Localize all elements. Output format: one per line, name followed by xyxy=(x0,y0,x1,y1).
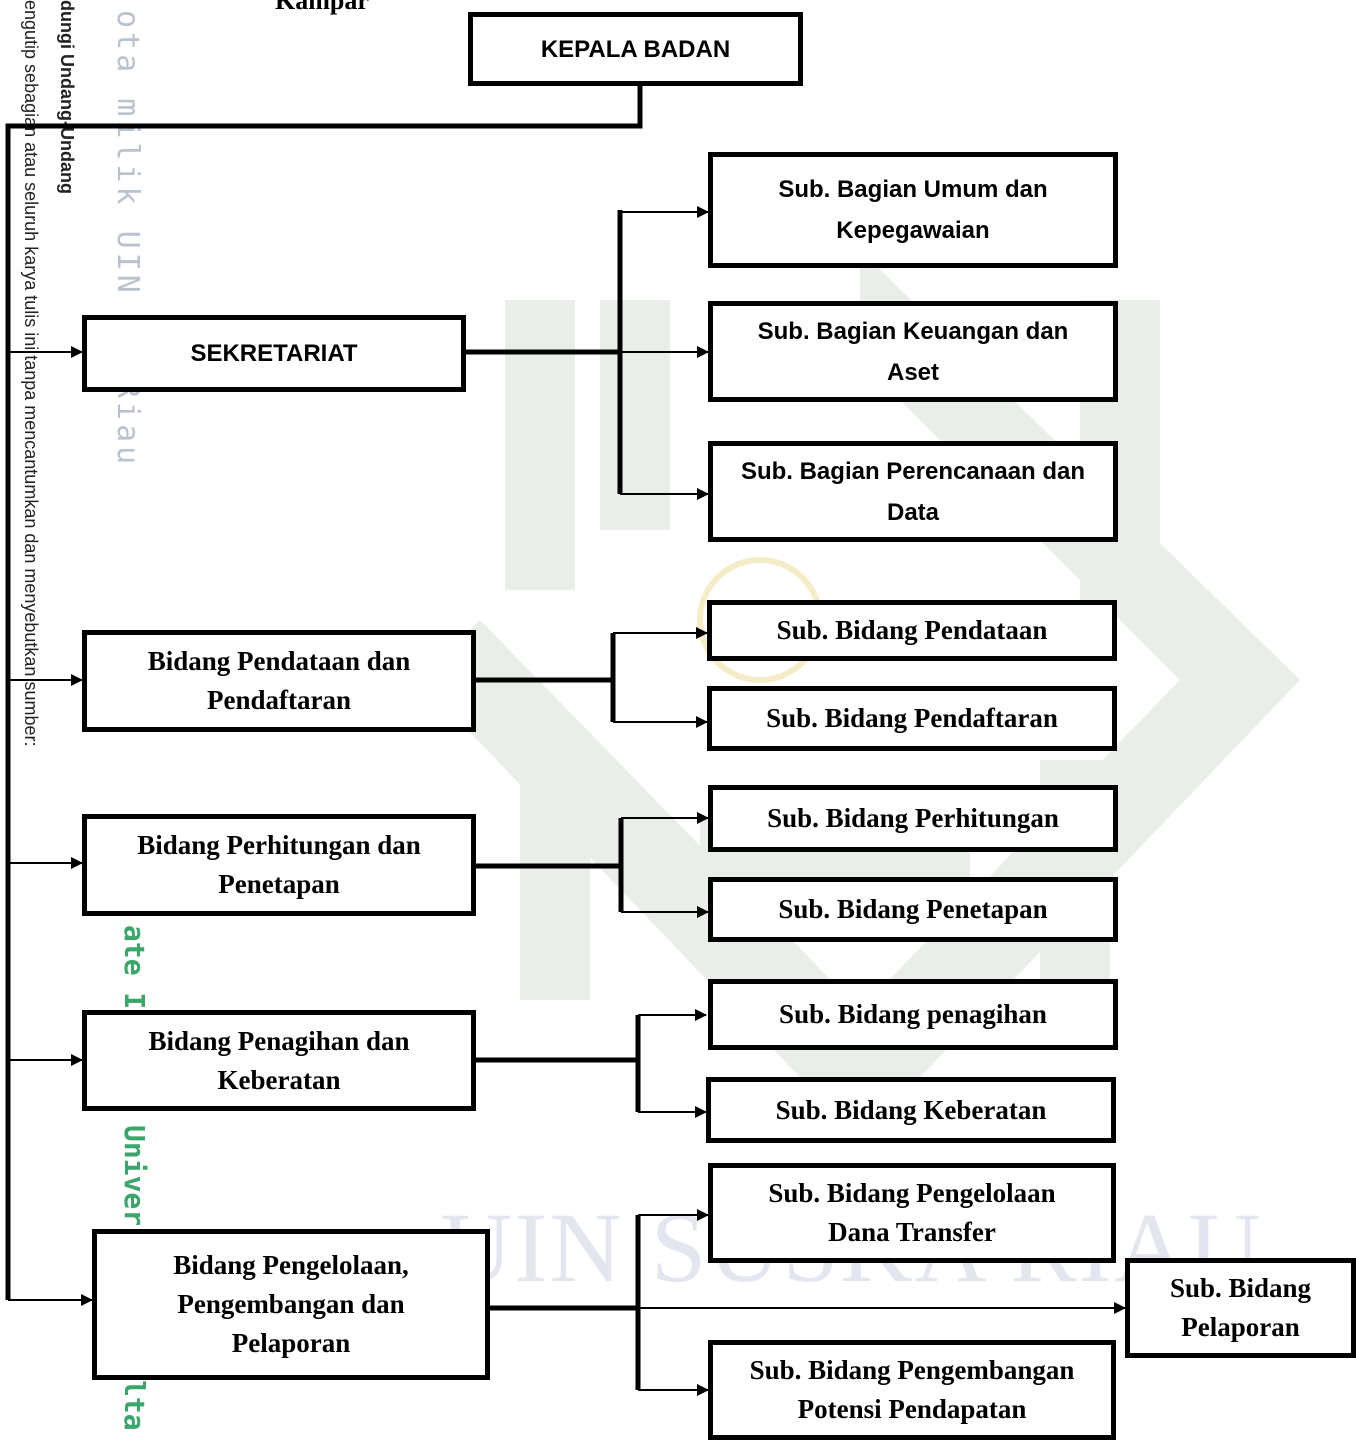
watermark-vertical-green: ate Is xyxy=(118,925,151,1027)
label-sub-keberatan: Sub. Bidang Keberatan xyxy=(775,1094,1047,1125)
label-bidang-pendataan: Bidang Pendataan dan Pendaftaran xyxy=(147,646,411,715)
box-sub-perhitungan: Sub. Bidang Perhitungan xyxy=(708,785,1118,852)
box-sub-dana-transfer: Sub. Bidang Pengelolaan Dana Transfer xyxy=(708,1163,1116,1263)
label-sub-perencanaan: Sub. Bagian Perencanaan dan Data xyxy=(740,457,1086,526)
label-sub-perhitungan: Sub. Bidang Perhitungan xyxy=(767,803,1059,833)
label-sekretariat: SEKRETARIAT xyxy=(190,340,358,367)
label-bidang-pengelolaan: Bidang Pengelolaan, Pengembangan dan Pel… xyxy=(173,1250,409,1358)
box-sub-penetapan: Sub. Bidang Penetapan xyxy=(708,877,1118,942)
box-bidang-penagihan: Bidang Penagihan dan Keberatan xyxy=(82,1010,476,1111)
label-bidang-perhitungan: Bidang Perhitungan dan Penetapan xyxy=(137,830,421,899)
watermark-vertical-green-2: Univer xyxy=(118,1125,151,1227)
header-fragment: Kampar xyxy=(275,0,369,15)
side-note-quote: engutip sebagian atau seluruh karya tuli… xyxy=(21,0,41,747)
label-sub-dana-transfer: Sub. Bidang Pengelolaan Dana Transfer xyxy=(768,1178,1056,1247)
label-sub-pelaporan: Sub. Bidang Pelaporan xyxy=(1169,1273,1312,1342)
label-bidang-penagihan: Bidang Penagihan dan Keberatan xyxy=(148,1025,410,1095)
box-sub-keberatan: Sub. Bidang Keberatan xyxy=(706,1077,1116,1143)
box-sub-pelaporan: Sub. Bidang Pelaporan xyxy=(1125,1258,1356,1358)
label-sub-pendataan: Sub. Bidang Pendataan xyxy=(776,615,1048,645)
label-sub-potensi: Sub. Bidang Pengembangan Potensi Pendapa… xyxy=(749,1355,1075,1424)
label-sub-umum: Sub. Bagian Umum dan Kepegawaian xyxy=(778,176,1048,244)
watermark-vertical-gray-2: Riau xyxy=(110,380,145,469)
box-bidang-pendataan: Bidang Pendataan dan Pendaftaran xyxy=(82,630,476,732)
label-kepala-badan: KEPALA BADAN xyxy=(540,35,731,63)
side-note-heading: dungi Undang-Undang xyxy=(57,0,77,194)
watermark-vertical-green-3: lta xyxy=(118,1380,151,1431)
box-sub-pendaftaran: Sub. Bidang Pendaftaran xyxy=(707,686,1117,751)
box-kepala-badan: KEPALA BADAN xyxy=(468,12,803,86)
label-sub-penagihan: Sub. Bidang penagihan xyxy=(779,999,1047,1029)
box-sub-umum: Sub. Bagian Umum dan Kepegawaian xyxy=(708,152,1118,268)
box-bidang-perhitungan: Bidang Perhitungan dan Penetapan xyxy=(82,814,476,916)
label-sub-pendaftaran: Sub. Bidang Pendaftaran xyxy=(766,703,1058,733)
box-sub-perencanaan: Sub. Bagian Perencanaan dan Data xyxy=(708,441,1118,542)
box-sub-penagihan: Sub. Bidang penagihan xyxy=(708,979,1118,1050)
box-sub-keuangan: Sub. Bagian Keuangan dan Aset xyxy=(708,301,1118,402)
box-sub-potensi: Sub. Bidang Pengembangan Potensi Pendapa… xyxy=(708,1340,1116,1440)
label-sub-penetapan: Sub. Bidang Penetapan xyxy=(778,894,1048,924)
box-bidang-pengelolaan: Bidang Pengelolaan, Pengembangan dan Pel… xyxy=(92,1229,490,1380)
box-sub-pendataan: Sub. Bidang Pendataan xyxy=(707,600,1117,661)
box-sekretariat: SEKRETARIAT xyxy=(82,315,466,392)
label-sub-keuangan: Sub. Bagian Keuangan dan Aset xyxy=(757,317,1069,386)
